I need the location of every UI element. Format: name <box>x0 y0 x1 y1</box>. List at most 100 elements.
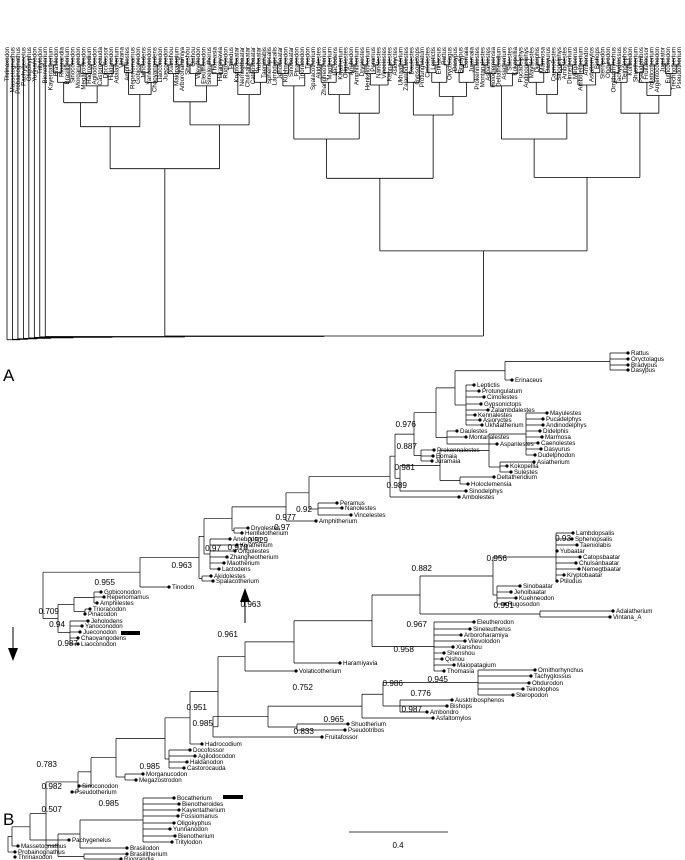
tip-dot <box>425 710 429 714</box>
taxon-label-35: Vilevolodon <box>195 46 202 78</box>
support-value-21: 0.986 <box>383 679 404 688</box>
tip-label-60: Sphenopsalis <box>575 536 612 543</box>
tip-dot <box>468 627 472 631</box>
taxon-label-21: Vintana <box>119 46 126 67</box>
taxon-label-118: Volaticotherium <box>649 47 656 89</box>
taxon-label-94: Pucadelphys <box>518 47 525 82</box>
tip-dot <box>463 639 467 643</box>
support-value-27: 0.987 <box>402 705 423 714</box>
taxon-label-56: Spalacotherium <box>310 47 317 90</box>
tip-label-54: Jeholodens <box>91 618 123 625</box>
support-value-0: 0.976 <box>396 420 417 429</box>
tip-label-99: Agilodocodon <box>198 753 236 760</box>
taxon-label-54: Trioracodon <box>299 46 306 79</box>
tip-dot <box>571 531 575 535</box>
taxon-label-78: Leptictis <box>430 47 437 70</box>
taxon-label-26: Yanoconodon <box>146 46 153 84</box>
taxon-label-12: Sinoconodon <box>70 46 77 83</box>
tip-label-17: Eomaia <box>436 453 458 460</box>
tip-dot <box>509 470 513 474</box>
tip-dot <box>626 351 630 355</box>
support-value-28: 0.965 <box>324 715 345 724</box>
tip-dot <box>349 513 353 517</box>
taxon-label-76: Protungulatum <box>419 47 426 87</box>
taxon-label-115: Shuotherium <box>632 47 639 82</box>
tip-label-109: Fossiomanus <box>181 813 218 820</box>
support-value-15: 0.93 <box>555 534 571 543</box>
tip-label-96: Fruitafossor <box>325 734 358 741</box>
phylogram-b-support: 0.9760.8870.9810.9890.920.9770.970.5290.… <box>37 420 572 814</box>
taxon-label-39: Haramiyavia <box>217 46 224 81</box>
tip-label-22: Didelphis <box>543 428 568 435</box>
tip-dot <box>172 796 176 800</box>
taxon-label-84: Eomaia <box>463 46 470 68</box>
scale-bar: 0.4 <box>349 831 448 850</box>
tip-dot <box>294 669 298 673</box>
taxon-label-87: Montanalestes <box>479 47 486 87</box>
tip-dot <box>562 573 566 577</box>
taxon-label-16: Agilodocodon <box>91 46 98 84</box>
arrow-up-haramiyid <box>240 588 250 623</box>
taxon-label-70: Kennalestes <box>386 47 393 81</box>
support-value-9: 0.97 <box>205 544 221 553</box>
taxon-label-8: Kayentatherium <box>48 47 55 90</box>
phylogram-b-tips: RattusOryctolagusBradypusDasypusErinaceu… <box>13 350 664 860</box>
tip-label-94: Shuotherium <box>351 721 386 728</box>
taxon-label-73: Zalambdalestes <box>403 47 410 91</box>
taxon-label-4: Oligokyphus <box>26 47 33 81</box>
taxon-label-9: Brasilodon <box>53 46 60 76</box>
tip-label-9: Zalambdalestes <box>491 407 535 414</box>
taxon-label-81: Oryctolagus <box>447 47 454 80</box>
tip-dot <box>141 772 145 776</box>
tip-dot <box>432 448 436 452</box>
phylogram-b <box>7 352 628 860</box>
taxon-label-75: Gypsonictops <box>414 47 421 85</box>
support-value-12: 0.709 <box>39 607 60 616</box>
taxon-label-27: Chaoyangodens <box>152 47 159 92</box>
tip-label-89: Steropodon <box>516 692 549 699</box>
support-value-2: 0.981 <box>395 463 416 472</box>
tip-dot <box>185 760 189 764</box>
tip-label-43: Zhangheotherium <box>230 554 279 561</box>
taxon-label-29: Jueconodon <box>162 46 169 80</box>
tip-dot <box>540 435 544 439</box>
taxon-label-1: Massetognathus <box>9 47 16 92</box>
tip-label-107: Bienotheroides <box>182 801 223 808</box>
root-arrow-left <box>8 627 18 661</box>
taxon-label-18: Docofossor <box>102 47 109 78</box>
tip-label-86: Tachyglossus <box>534 673 571 680</box>
tip-label-93: Asfaltomylos <box>436 715 471 722</box>
scale-bar-label: 0.4 <box>392 841 404 850</box>
taxon-label-96: Mayulestes <box>528 47 535 78</box>
tip-dot <box>320 735 324 739</box>
tip-dot <box>445 704 449 708</box>
tip-dot <box>464 489 468 493</box>
taxon-label-64: Amphitherium <box>354 47 361 85</box>
taxon-label-0: Thrinaxodon <box>4 46 11 81</box>
tip-dot <box>182 766 186 770</box>
tip-dot <box>340 506 344 510</box>
tip-label-31: Holoclemensia <box>471 481 512 488</box>
tip-label-20: Pucadelphys <box>546 416 581 423</box>
tip-dot <box>459 633 463 637</box>
tip-label-59: Lambdopsalis <box>576 530 614 537</box>
tip-dot <box>521 687 525 691</box>
tip-label-50: Repenomamus <box>107 594 149 601</box>
tip-label-48: Tinodon <box>172 584 195 591</box>
tip-label-27: Asiatherium <box>537 459 570 466</box>
tip-label-105: Pseudotherium <box>75 789 117 796</box>
tip-dot <box>233 549 237 553</box>
tip-dot <box>76 642 80 646</box>
taxon-label-37: Sineleutherus <box>206 47 213 85</box>
taxon-label-2: Probainognathus <box>15 47 22 94</box>
tip-dot <box>430 459 434 463</box>
taxon-label-62: Origolestes <box>343 47 350 78</box>
panel-b-letter: B <box>3 810 14 829</box>
tip-label-15: Aspanlestes <box>500 441 534 448</box>
tip-dot <box>477 389 481 393</box>
support-value-35: 0.982 <box>42 782 63 791</box>
tip-dot <box>431 716 435 720</box>
support-value-14: 0.987 <box>58 639 79 648</box>
tip-label-66: Kryptobaatar <box>567 572 602 579</box>
taxon-label-44: Chulsanbaatar <box>244 47 251 87</box>
